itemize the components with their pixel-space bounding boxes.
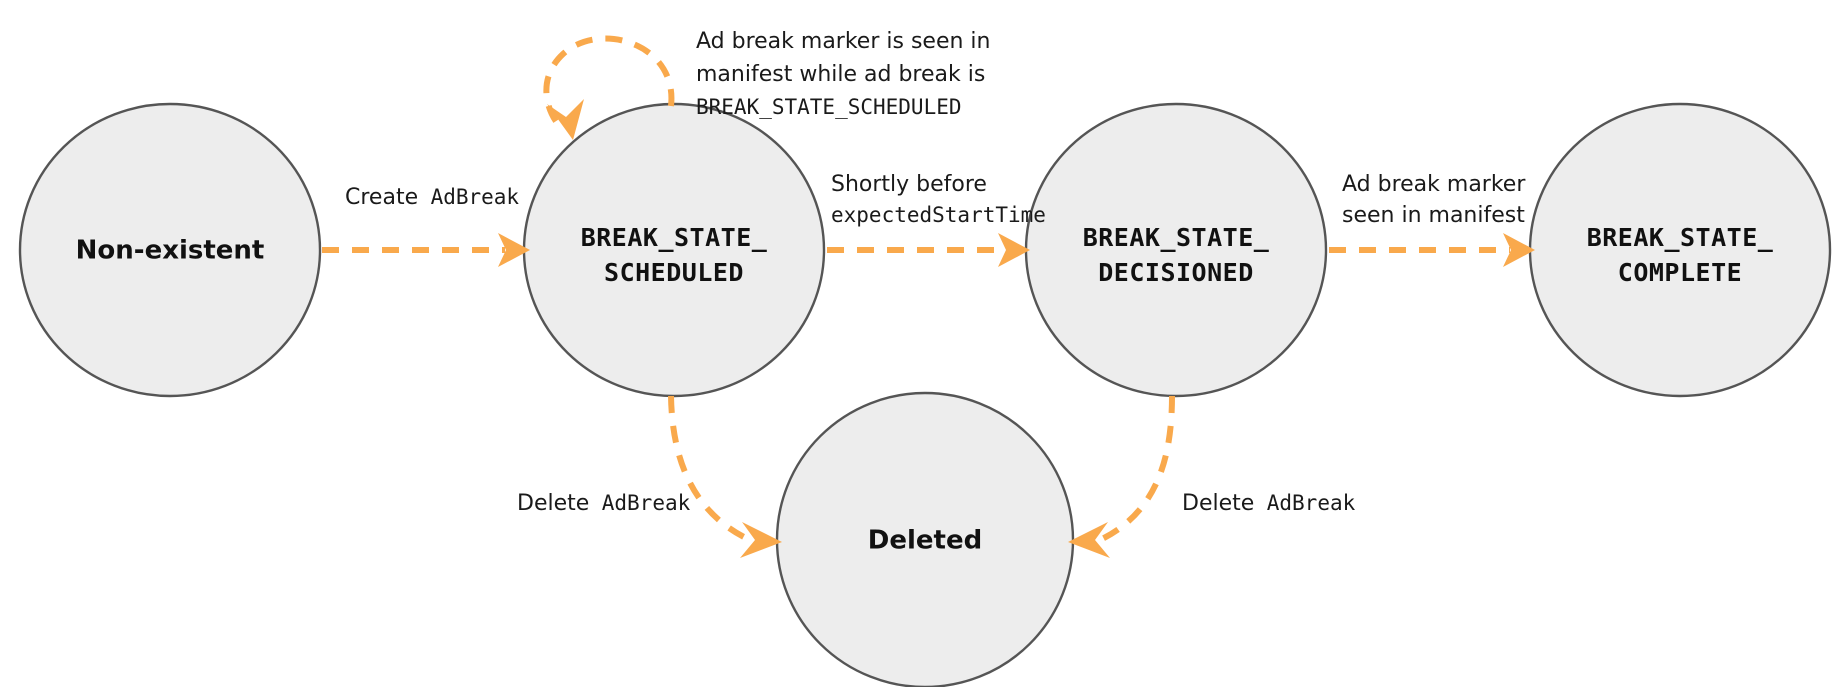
edge-delete-adbreak-from-decisioned[interactable]: Delete AdBreak <box>1068 395 1356 558</box>
edge-delete-from-decisioned-arrowhead <box>1068 522 1110 558</box>
edge-create-adbreak-label-prose: Create <box>345 185 418 210</box>
node-non-existent-label: Non-existent <box>76 236 265 266</box>
edge-ad-break-marker-seen-in-manifest[interactable]: Ad break marker seen in manifest <box>1329 172 1535 267</box>
edge-shortly-before-label: Shortly before expectedStartTime <box>831 172 1046 227</box>
node-break-state-scheduled-label-line1: BREAK_STATE_ <box>581 223 768 252</box>
edge-shortly-before-arrowhead <box>998 233 1030 267</box>
node-deleted[interactable]: Deleted <box>775 391 1075 687</box>
edge-delete-from-scheduled-label-code: AdBreak <box>602 491 691 515</box>
node-break-state-complete-label-line1: BREAK_STATE_ <box>1587 223 1774 252</box>
node-deleted-label: Deleted <box>868 526 982 556</box>
edge-scheduled-self-loop-label-line1: Ad break marker is seen in <box>696 29 990 54</box>
edge-delete-from-scheduled-label-prose: Delete <box>517 491 589 516</box>
edge-scheduled-self-loop-arrowhead <box>547 99 584 140</box>
edge-delete-from-decisioned-label-code: AdBreak <box>1267 491 1356 515</box>
edge-marker-seen-label: Ad break marker seen in manifest <box>1342 172 1530 228</box>
edge-delete-from-decisioned-line <box>1098 395 1175 543</box>
edge-scheduled-self-loop-line <box>543 35 675 133</box>
edge-create-adbreak[interactable]: Create AdBreak <box>322 185 530 267</box>
node-break-state-complete-label-line2: COMPLETE <box>1618 258 1742 287</box>
edge-delete-from-decisioned-label-prose: Delete <box>1182 491 1254 516</box>
node-non-existent-shape <box>18 102 322 398</box>
node-break-state-decisioned-label-line2: DECISIONED <box>1098 258 1254 287</box>
edge-delete-from-scheduled-label: Delete AdBreak <box>517 491 691 516</box>
edge-delete-from-decisioned-label: Delete AdBreak <box>1182 491 1356 516</box>
edge-delete-adbreak-from-scheduled[interactable]: Delete AdBreak <box>517 395 782 558</box>
edge-create-adbreak-label: Create AdBreak <box>345 185 519 210</box>
edge-create-adbreak-label-code: AdBreak <box>431 185 520 209</box>
edge-marker-seen-label-line2: seen in manifest <box>1342 203 1525 228</box>
edge-shortly-before-expected-start-time[interactable]: Shortly before expectedStartTime <box>827 172 1046 267</box>
edge-shortly-before-label-line2: expectedStartTime <box>831 203 1046 227</box>
node-non-existent[interactable]: Non-existent <box>18 102 322 398</box>
edge-delete-from-scheduled-line <box>668 395 752 543</box>
node-break-state-decisioned[interactable]: BREAK_STATE_ DECISIONED <box>1024 102 1328 398</box>
edge-marker-seen-arrowhead <box>1503 233 1535 267</box>
edge-delete-from-scheduled-arrowhead <box>740 522 782 558</box>
node-break-state-scheduled-label-line2: SCHEDULED <box>604 258 744 287</box>
edge-shortly-before-label-line1: Shortly before <box>831 172 987 197</box>
edge-scheduled-self-loop-label-line3: BREAK_STATE_SCHEDULED <box>696 95 962 119</box>
edge-marker-seen-label-line1: Ad break marker <box>1342 172 1526 197</box>
edge-create-adbreak-arrowhead <box>498 233 530 267</box>
edge-scheduled-self-loop-label-line2: manifest while ad break is <box>696 62 985 87</box>
node-break-state-decisioned-label-line1: BREAK_STATE_ <box>1083 223 1270 252</box>
edge-scheduled-self-loop-label: Ad break marker is seen in manifest whil… <box>696 29 995 119</box>
edge-scheduled-self-loop[interactable]: Ad break marker is seen in manifest whil… <box>543 29 995 140</box>
node-break-state-scheduled[interactable]: BREAK_STATE_ SCHEDULED <box>522 102 826 398</box>
node-break-state-complete[interactable]: BREAK_STATE_ COMPLETE <box>1528 102 1832 398</box>
